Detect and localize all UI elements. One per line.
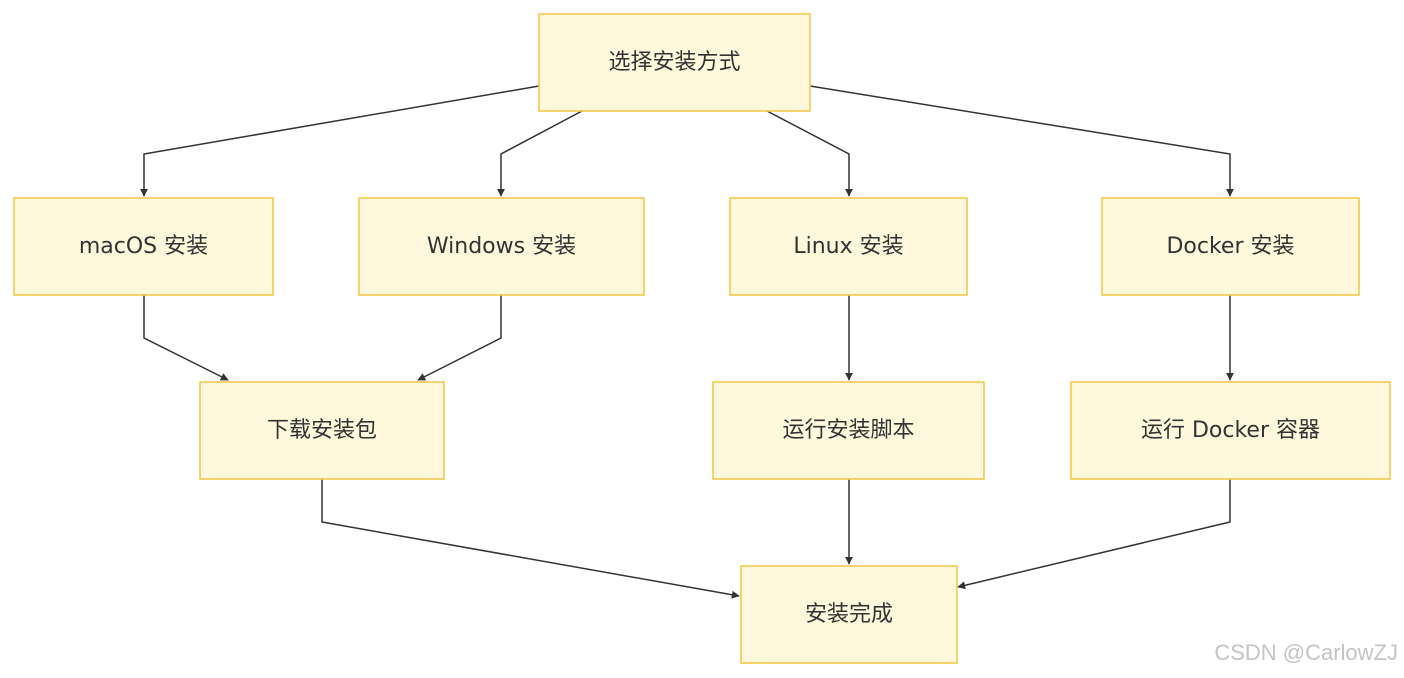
node-windows-install: Windows 安装 (358, 197, 645, 296)
node-download-package: 下载安装包 (199, 381, 445, 480)
watermark: CSDN @CarlowZJ (1214, 640, 1398, 665)
node-choose-method: 选择安装方式 (538, 13, 811, 112)
edge-windows-download (417, 295, 502, 381)
edge-choose-linux (766, 110, 853, 197)
node-linux-install: Linux 安装 (729, 197, 968, 296)
node-label: Docker 安装 (1166, 234, 1294, 259)
node-macos-install: macOS 安装 (13, 197, 274, 296)
node-label: 安装完成 (805, 602, 893, 627)
edge-download-done (321, 479, 740, 599)
node-label: 运行安装脚本 (782, 418, 914, 443)
node-run-docker-container: 运行 Docker 容器 (1070, 381, 1391, 480)
edge-choose-windows (497, 110, 583, 197)
node-docker-install: Docker 安装 (1101, 197, 1360, 296)
node-label: 选择安装方式 (608, 50, 740, 75)
edges (140, 85, 1234, 599)
node-label: Linux 安装 (793, 234, 903, 259)
node-label: Windows 安装 (427, 234, 576, 259)
edge-macos-download (143, 295, 229, 381)
node-label: 下载安装包 (267, 418, 377, 443)
node-label: 运行 Docker 容器 (1141, 418, 1320, 443)
node-run-install-script: 运行安装脚本 (712, 381, 985, 480)
edge-rundocker-done (957, 479, 1231, 590)
edge-choose-macos (140, 85, 540, 197)
node-label: macOS 安装 (79, 234, 208, 259)
node-install-complete: 安装完成 (740, 565, 958, 664)
edge-choose-docker (809, 85, 1234, 197)
